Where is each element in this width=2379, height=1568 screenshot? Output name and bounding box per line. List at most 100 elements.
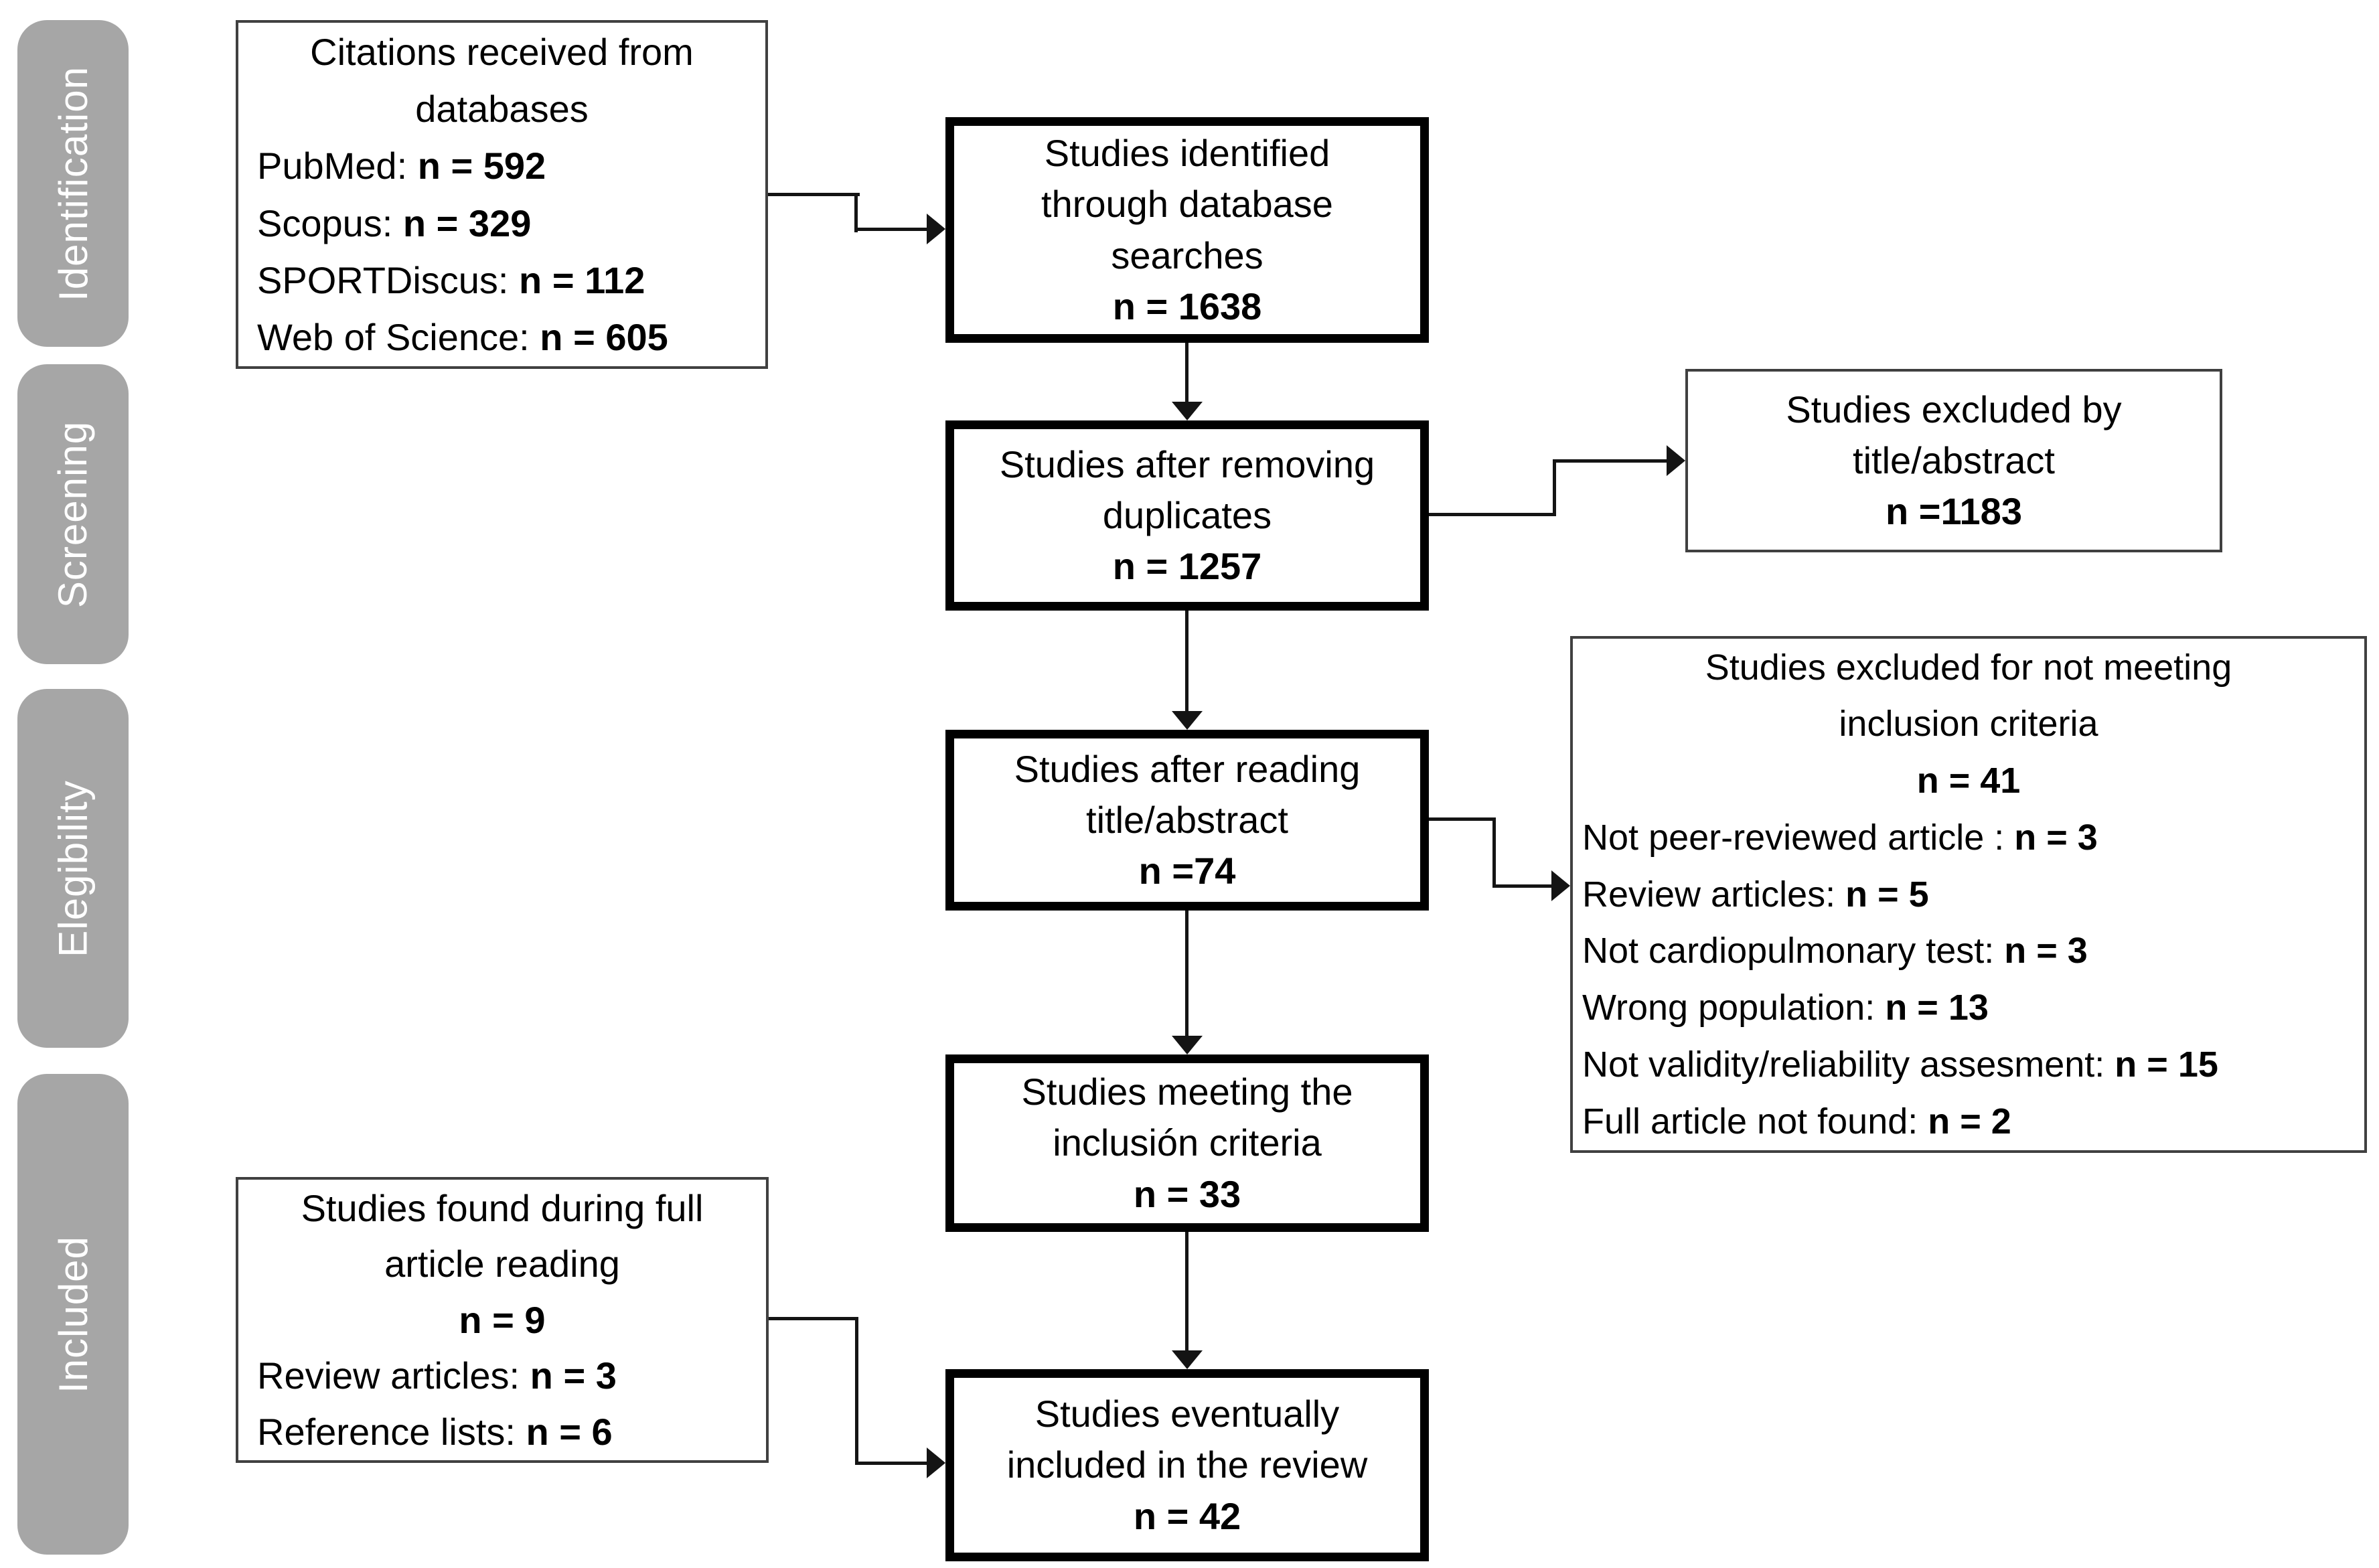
arrow-segment — [855, 1317, 858, 1465]
label-text: article reading — [384, 1243, 620, 1285]
arrow-segment — [1429, 513, 1556, 516]
arrow-segment — [854, 228, 929, 231]
box-text-line: Review articles: n = 3 — [238, 1348, 766, 1403]
count-value: n = 329 — [402, 202, 532, 244]
box-text-line: article reading — [238, 1236, 766, 1291]
label-text: PubMed: — [257, 145, 418, 187]
box-text-line: n = 9 — [238, 1292, 766, 1348]
arrow-segment — [1185, 1232, 1188, 1353]
label-text: Studies excluded by — [1786, 388, 2122, 430]
count-value: n = 3 — [2004, 931, 2088, 971]
box-text-line: inclusion criteria — [1573, 696, 2364, 753]
box-text-line: Studies meeting the — [954, 1067, 1420, 1117]
box-included-in-review: Studies eventually included in the review… — [945, 1369, 1429, 1561]
count-value: n = 5 — [1845, 874, 1929, 915]
box-excluded-title-abstract: Studies excluded by title/abstract n =1183 — [1685, 369, 2222, 552]
arrowhead-down-icon — [1172, 402, 1203, 420]
arrow-segment — [1185, 611, 1188, 714]
label-text: Reference lists: — [257, 1410, 526, 1453]
arrowhead-down-icon — [1172, 711, 1203, 730]
label-text: duplicates — [1102, 493, 1272, 536]
box-text-line: Scopus: n = 329 — [238, 195, 765, 252]
box-text-line: Studies eventually — [954, 1389, 1420, 1439]
arrow-segment — [1185, 911, 1188, 1038]
arrowhead-right-icon — [927, 1447, 945, 1478]
arrow-segment — [768, 193, 860, 196]
box-text-line: n = 1638 — [954, 281, 1420, 332]
arrowhead-right-icon — [1667, 445, 1685, 476]
count-value: n = 33 — [1133, 1172, 1241, 1215]
box-text-line: n = 1257 — [954, 541, 1420, 592]
box-text-line: databases — [238, 80, 765, 137]
label-text: through database — [1041, 183, 1333, 226]
count-value: n = 42 — [1133, 1494, 1241, 1537]
box-text-line: n =1183 — [1688, 486, 2220, 537]
count-value: n = 2 — [1928, 1101, 2011, 1142]
stage-label: Identification — [50, 66, 96, 301]
stage-tab-identification: Identification — [17, 20, 129, 347]
box-text-line: SPORTDiscus: n = 112 — [238, 252, 765, 309]
count-value: n = 41 — [1916, 761, 2021, 801]
box-text-line: searches — [954, 230, 1420, 281]
arrowhead-right-icon — [927, 214, 945, 244]
box-text-line: Studies excluded for not meeting — [1573, 639, 2364, 696]
label-text: Studies eventually — [1034, 1393, 1340, 1435]
box-text-line: n = 33 — [954, 1169, 1420, 1220]
label-text: databases — [415, 88, 589, 131]
label-text: Not validity/reliability assesment: — [1582, 1044, 2115, 1085]
arrow-segment — [855, 1462, 929, 1465]
count-value: n = 3 — [2014, 817, 2098, 858]
box-text-line: Not cardiopulmonary test: n = 3 — [1573, 923, 2364, 979]
label-text: Studies meeting the — [1021, 1071, 1353, 1113]
label-text: Web of Science: — [257, 315, 540, 358]
box-text-line: included in the review — [954, 1439, 1420, 1490]
label-text: Not cardiopulmonary test: — [1582, 931, 2005, 971]
arrow-segment — [1185, 343, 1188, 404]
box-text-line: Wrong population: n = 13 — [1573, 979, 2364, 1036]
count-value: n = 13 — [1885, 988, 1989, 1028]
arrowhead-down-icon — [1172, 1036, 1203, 1054]
label-text: Studies after reading — [1014, 747, 1361, 790]
label-text: Citations received from — [310, 31, 694, 74]
arrowhead-right-icon — [1551, 870, 1570, 901]
stage-tab-included: Included — [17, 1074, 129, 1555]
box-text-line: PubMed: n = 592 — [238, 137, 765, 194]
count-value: n = 6 — [526, 1410, 613, 1453]
count-value: n = 3 — [530, 1354, 617, 1397]
box-text-line: through database — [954, 179, 1420, 230]
label-text: included in the review — [1006, 1443, 1368, 1486]
label-text: Wrong population: — [1582, 988, 1886, 1028]
label-text: SPORTDiscus: — [257, 258, 520, 301]
label-text: Studies excluded for not meeting — [1705, 647, 2232, 688]
box-text-line: title/abstract — [954, 795, 1420, 846]
box-meeting-inclusion-criteria: Studies meeting the inclusión criteria n =… — [945, 1054, 1429, 1232]
stage-label: Included — [50, 1235, 96, 1393]
label-text: Studies identified — [1044, 132, 1330, 175]
box-text-line: n =74 — [954, 846, 1420, 896]
label-text: Scopus: — [257, 202, 403, 244]
box-text-line: Full article not found: n = 2 — [1573, 1093, 2364, 1150]
box-text-line: Studies identified — [954, 128, 1420, 179]
count-value: n =1183 — [1886, 490, 2022, 533]
arrowhead-down-icon — [1172, 1350, 1203, 1369]
label-text: Review articles: — [257, 1354, 530, 1397]
label-text: Review articles: — [1582, 874, 1846, 915]
box-text-line: Citations received from — [238, 23, 765, 80]
count-value: n = 592 — [417, 145, 546, 187]
label-text: inclusión criteria — [1053, 1121, 1322, 1164]
count-value: n = 1638 — [1112, 285, 1262, 327]
label-text: title/abstract — [1853, 439, 2055, 481]
box-text-line: n = 41 — [1573, 753, 2364, 809]
arrow-segment — [1553, 459, 1669, 463]
box-text-line: n = 42 — [954, 1491, 1420, 1542]
label-text: title/abstract — [1086, 798, 1288, 841]
box-text-line: Web of Science: n = 605 — [238, 309, 765, 366]
stage-label: Elegibility — [50, 779, 96, 957]
count-value: n =74 — [1138, 850, 1236, 892]
count-value: n = 605 — [540, 315, 668, 358]
count-value: n = 9 — [459, 1298, 546, 1341]
